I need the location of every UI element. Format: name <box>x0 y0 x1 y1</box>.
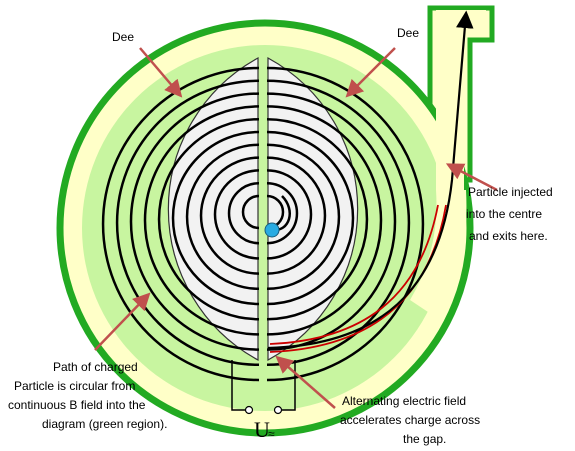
spiral-arc-left <box>157 117 260 321</box>
arrow-dee-left <box>139 47 183 98</box>
beam-line-red-outer <box>269 204 439 345</box>
spiral-arc-left <box>171 130 260 306</box>
channel-merge <box>410 190 467 320</box>
spiral-arc-right <box>266 143 341 291</box>
voltage-ac-symbol: ≈ <box>268 427 275 441</box>
spiral-arc-right <box>266 169 313 260</box>
label-dee-left: Dee <box>112 30 134 44</box>
spiral-arc-left <box>213 169 260 260</box>
label-dee-right: Dee <box>397 26 419 40</box>
spiral-arc-left <box>115 79 260 367</box>
spiral-arc-right <box>266 66 425 382</box>
spiral-arc-left <box>185 143 260 291</box>
arrow-dee-right <box>345 47 396 98</box>
exit-trajectory-arrow <box>267 10 474 350</box>
terminal-right <box>273 405 283 415</box>
particle-spiral-path <box>101 66 425 382</box>
spiral-arc-right <box>266 79 411 367</box>
spiral-arc-left <box>199 156 260 275</box>
arrow-injected <box>445 163 498 192</box>
spiral-arc-left <box>227 181 260 245</box>
spiral-arc-left <box>143 105 260 336</box>
label-path-line3: continuous B field into the <box>8 398 146 412</box>
terminal-left <box>244 405 254 415</box>
label-injected-line2: into the centre <box>466 207 542 221</box>
ac-source-wiring <box>231 360 296 411</box>
label-path-line1: Path of charged <box>53 360 138 374</box>
particle <box>264 222 280 238</box>
label-injected-line1: Particle injected <box>468 185 553 199</box>
voltage-label: U <box>254 417 270 442</box>
spiral-arc-left <box>241 194 260 230</box>
spiral-arc-right <box>266 156 327 275</box>
arrow-alternating <box>275 355 336 409</box>
label-alternating-line2: accelerates charge across <box>340 413 480 427</box>
beam-line-red-inner <box>269 204 447 353</box>
spiral-arc-right <box>266 117 369 321</box>
spiral-arc-right <box>266 181 299 245</box>
spiral-arc-left <box>101 66 260 382</box>
label-path-line2: Particle is circular from <box>14 379 135 393</box>
label-alternating-line3: the gap. <box>403 432 446 446</box>
spiral-arc-right <box>266 130 355 306</box>
exit-channel-inner <box>436 10 486 190</box>
spiral-arc-right <box>266 105 383 336</box>
arrow-path <box>94 292 151 351</box>
label-injected-line3: and exits here. <box>469 229 548 243</box>
label-alternating-line1: Alternating electric field <box>342 394 466 408</box>
label-path-line4: diagram (green region). <box>42 417 167 431</box>
spiral-arc-left <box>129 92 260 351</box>
